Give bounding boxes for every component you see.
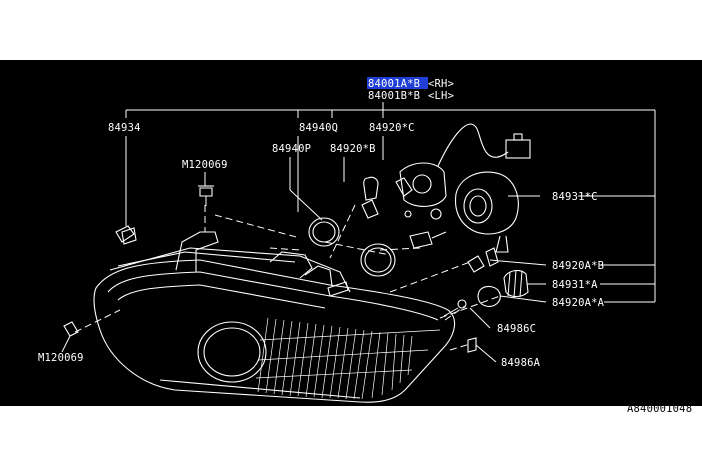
selection-highlight [367, 77, 428, 89]
diagram-background [0, 60, 702, 406]
label-84986a[interactable]: 84986A [501, 357, 541, 369]
side-label-lh: <LH> [428, 90, 454, 102]
label-84940p[interactable]: 84940P [272, 143, 311, 155]
reference-code: A840001048 [627, 403, 692, 415]
label-84920aa[interactable]: 84920A*A [552, 297, 605, 309]
seal-ring-84940p [308, 217, 340, 247]
label-84931a[interactable]: 84931*A [552, 279, 598, 291]
headlamp-housing [93, 227, 456, 403]
seal-ring-84940q [360, 243, 396, 277]
side-label-rh: <RH> [428, 78, 454, 90]
label-m120069-bottom[interactable]: M120069 [38, 352, 84, 364]
label-84931c[interactable]: 84931*C [552, 191, 598, 203]
label-m120069-top[interactable]: M120069 [182, 159, 228, 171]
projector-lens [197, 321, 267, 383]
assembly-bracket [125, 102, 656, 303]
label-84920b[interactable]: 84920*B [330, 143, 376, 155]
part-number-lh[interactable]: 84001B*B [368, 90, 420, 102]
part-number-rh[interactable]: 84001A*B [368, 78, 420, 90]
label-84940q[interactable]: 84940Q [299, 122, 338, 134]
label-84920ab[interactable]: 84920A*B [552, 260, 604, 272]
reflector-hatching [255, 317, 441, 400]
bulb-assemblies [63, 123, 531, 353]
label-84920c[interactable]: 84920*C [369, 122, 415, 134]
leader-lines [61, 136, 547, 363]
label-84986c[interactable]: 84986C [497, 323, 536, 335]
label-84934[interactable]: 84934 [108, 122, 141, 134]
